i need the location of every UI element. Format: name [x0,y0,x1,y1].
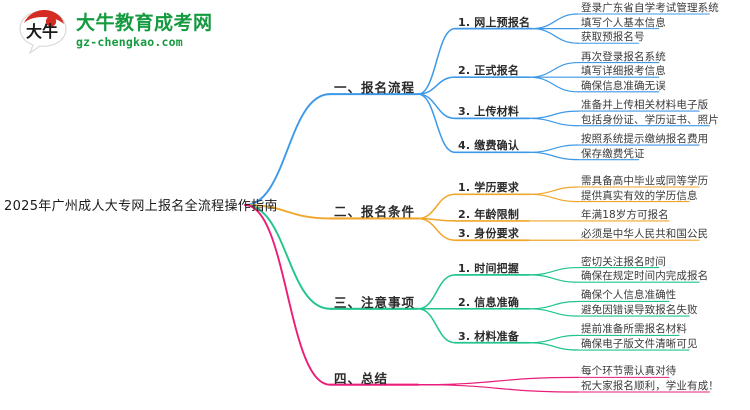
connector-subnode-to-leaf [528,144,579,153]
subnode-label-2-2: 2. 年龄限制 [458,207,520,221]
connector-subnode-to-leaf [531,28,579,44]
site-logo: 大牛 大牛教育成考网 gz-chengkao.com [18,8,213,55]
connector-root-to-branch [244,204,331,310]
connector-branch-to-subnode [417,217,456,222]
connector-branch-to-subnode [417,93,456,120]
connector-subnode-to-leaf [528,186,579,195]
connector-subnode-to-leaf [417,384,579,393]
subnode-label-1-3: 3. 上传材料 [458,105,520,119]
connector-branch-to-subnode [417,308,456,344]
subnode-label-3-2: 2. 信息准确 [458,295,520,309]
subnode-label-3-3: 3. 材料准备 [458,329,520,343]
connector-subnode-to-leaf [528,117,579,127]
branch-label-1: 一、报名流程 [334,80,416,96]
leaf-label-3-3-2: 确保电子版文件清晰可见 [581,338,698,351]
connector-subnode-to-leaf [528,308,579,317]
brand-name: 大牛教育成考网 [76,11,213,34]
connector-branch-to-subnode [417,193,456,220]
leaf-label-4-1-1: 每个环节需认真对待 [581,365,677,378]
subnode-label-1-4: 4. 缴费确认 [458,139,520,153]
leaf-label-2-2-1: 年满18岁方可报名 [581,208,669,221]
branch-label-3: 三、注意事项 [334,294,416,310]
leaf-label-2-1-1: 需具备高中毕业或同等学历 [581,174,709,187]
leaf-label-1-1-3: 获取预报名号 [581,31,645,44]
connector-subnode-to-leaf [528,266,579,276]
connector-subnode-to-leaf [528,61,579,78]
leaf-label-1-4-2: 保存缴费凭证 [581,147,645,160]
connector-branch-to-subnode [417,217,456,241]
leaf-label-3-1-1: 密切关注报名时间 [581,255,666,268]
subnode-label-2-1: 1. 学历要求 [458,181,520,195]
leaf-label-3-2-1: 确保个人信息准确性 [581,289,677,302]
leaf-label-1-2-3: 确保信息准确无误 [581,79,666,92]
connector-subnode-to-leaf [531,13,579,30]
connector-branch-to-subnode [417,93,456,154]
connector-root-to-branch [244,93,331,206]
leaf-label-2-3-1: 必须是中华人民共和国公民 [581,228,709,241]
branch-label-2: 二、报名条件 [334,204,416,220]
connector-subnode-to-leaf [528,334,579,344]
connector-root-to-branch [244,204,331,386]
connector-subnode-to-leaf [528,151,579,161]
leaf-label-1-4-1: 按照系统提示缴纳报名费用 [581,133,709,146]
daniu-speech-bubble-logo-icon: 大牛 [18,8,68,55]
connector-subnode-to-leaf [528,300,579,310]
leaf-label-4-1-2: 祝大家报名顺利，学业有成！ [581,380,719,392]
connector-subnode-to-leaf [417,376,579,386]
subnode-label-1-1: 1. 网上预报名 [458,15,531,29]
connector-subnode-to-leaf [528,76,579,93]
connector-subnode-to-leaf [528,110,579,120]
subnode-label-2-3: 3. 身份要求 [458,227,520,241]
connector-subnode-to-leaf [528,193,579,203]
svg-text:大牛: 大牛 [26,22,58,41]
leaf-label-1-1-1: 登录广东省自学考试管理系统 [581,2,719,14]
leaf-label-2-1-2: 提供真实有效的学历信息 [581,189,698,202]
leaf-label-3-3-1: 提前准备所需报名材料 [581,323,687,336]
root-label: 2025年广州成人大专网上报名全流程操作指南 [4,199,278,214]
subnode-label-1-2: 2. 正式报名 [458,64,520,78]
brand-domain: gz-chengkao.com [76,34,183,49]
leaf-label-3-2-2: 避免因错误导致报名失败 [581,304,698,317]
leaf-label-1-2-2: 填写详细报考信息 [581,65,666,78]
leaf-label-3-1-2: 确保在规定时间内完成报名 [581,270,709,283]
connector-subnode-to-leaf [528,274,579,283]
connector-branch-to-subnode [417,27,456,95]
branch-label-4: 四、总结 [334,370,389,386]
connector-subnode-to-leaf [528,342,579,351]
connector-branch-to-subnode [417,76,456,95]
connector-branch-to-subnode [417,274,456,310]
leaf-label-1-3-2: 包括身份证、学历证书、照片 [581,113,719,126]
subnode-label-3-1: 1. 时间把握 [458,261,520,275]
leaf-label-1-1-2: 填写个人基本信息 [581,16,666,29]
leaf-label-1-2-1: 再次登录报名系统 [581,50,666,63]
leaf-label-1-3-1: 准备并上传相关材料电子版 [581,99,709,112]
